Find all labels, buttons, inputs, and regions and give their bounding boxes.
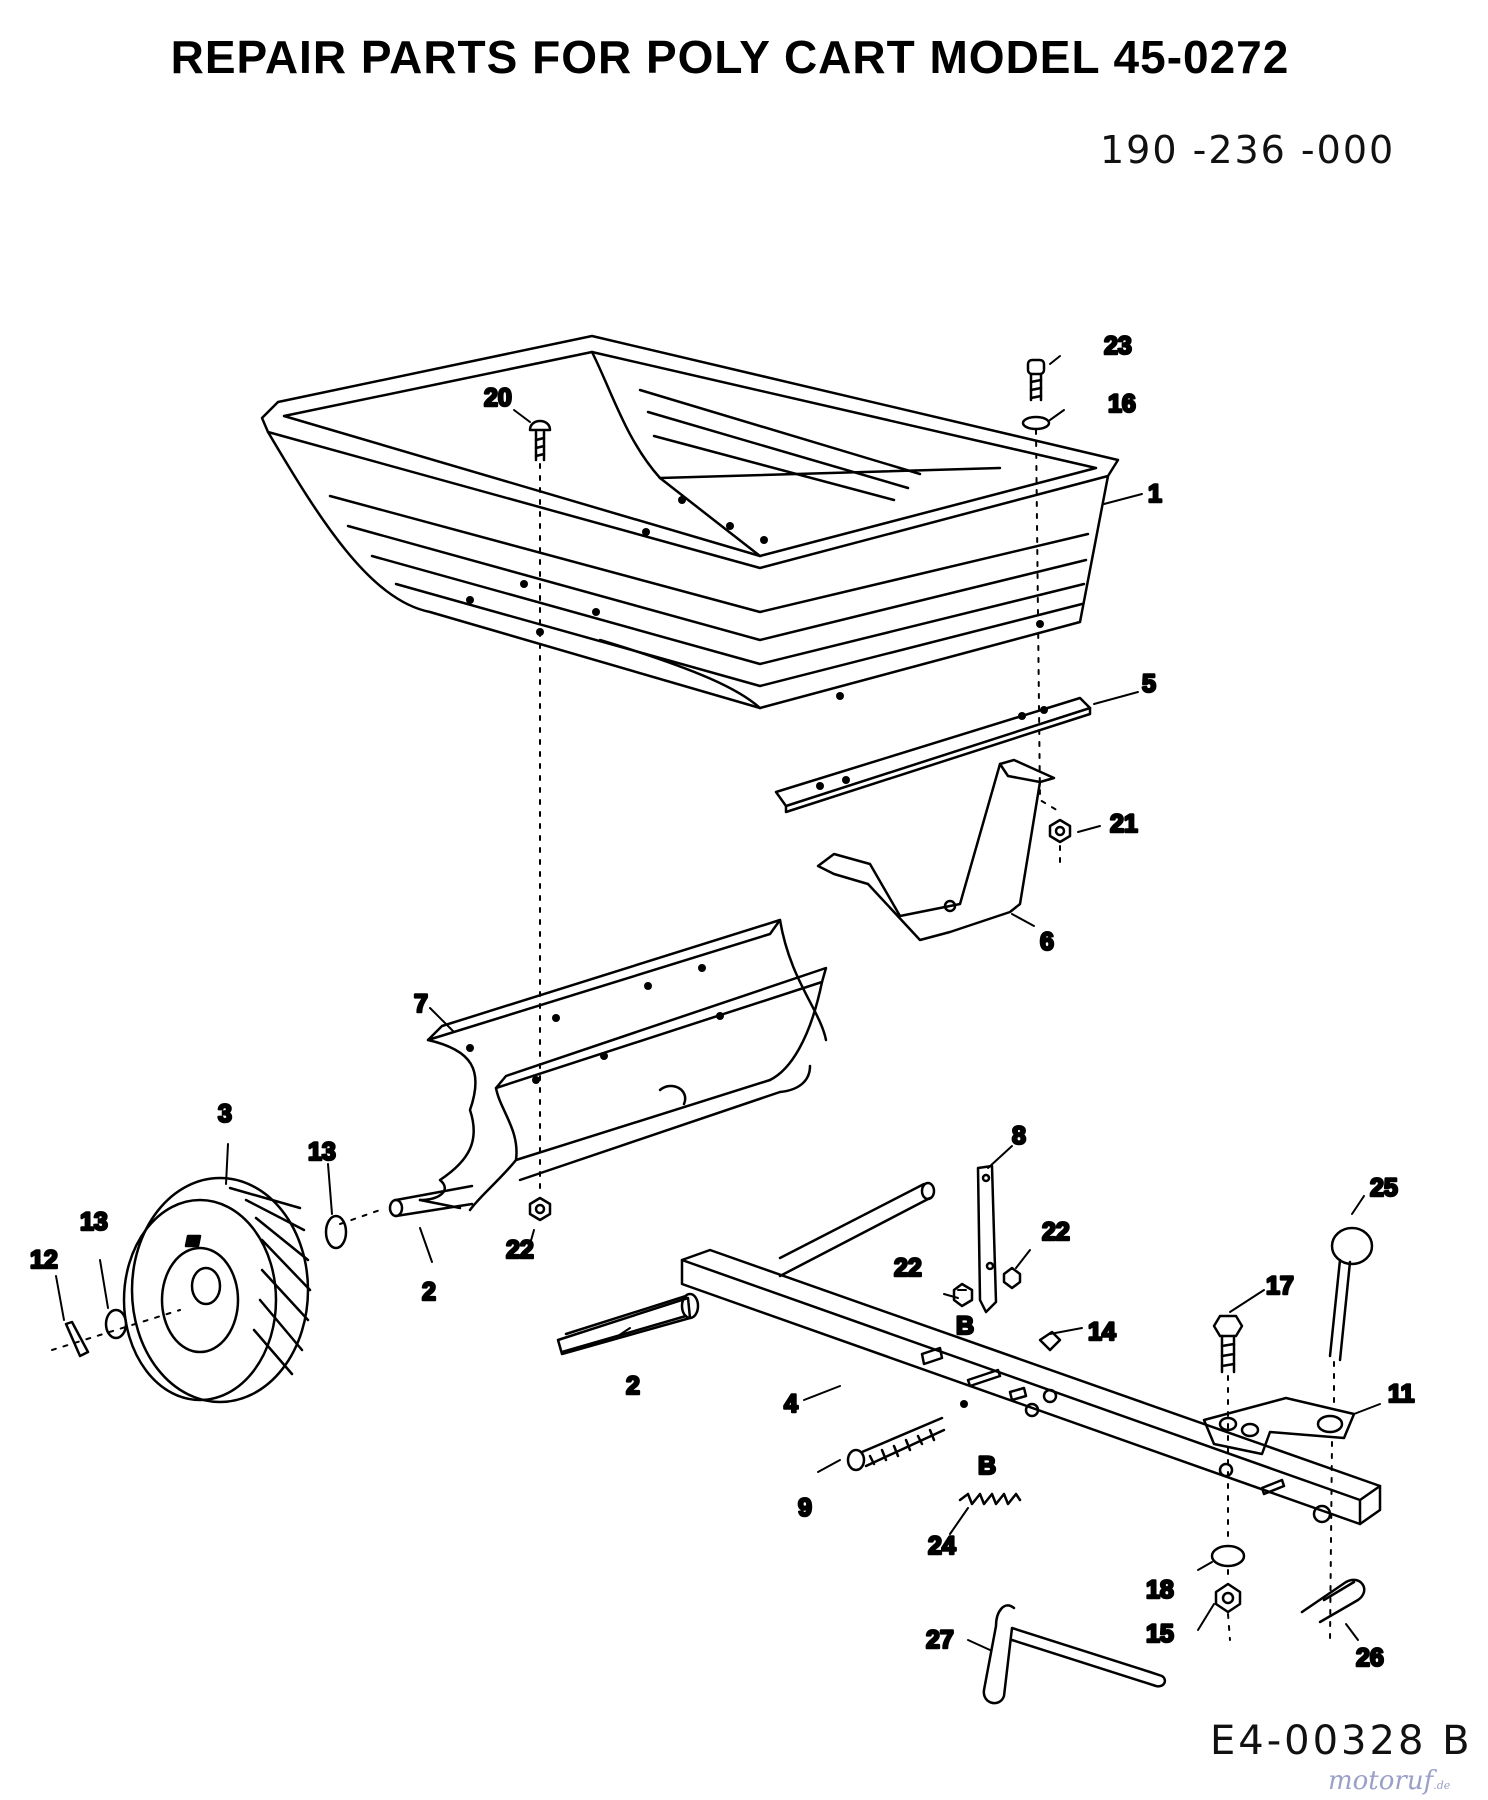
page-title: REPAIR PARTS FOR POLY CART MODEL 45-0272 (170, 31, 1290, 83)
part-axle-frame-4 (560, 1181, 1382, 1526)
part-rod-27 (982, 1604, 1167, 1705)
callout-2-right: 2 (626, 1372, 640, 1400)
part-tub (260, 334, 1120, 710)
callout-16: 16 (1108, 390, 1136, 418)
part-frame-7 (418, 918, 828, 1212)
part-clip-14 (1038, 1330, 1062, 1352)
part-nut-22b (952, 1282, 974, 1308)
callout-4: 4 (784, 1390, 798, 1418)
callout-B-upper: B (956, 1312, 974, 1340)
callout-22-left: 22 (894, 1254, 922, 1282)
part-pin-12 (64, 1320, 90, 1358)
callout-11: 11 (1388, 1380, 1415, 1408)
callout-6: 6 (1040, 928, 1054, 956)
part-clip-26 (1300, 1578, 1366, 1624)
part-washer-13a (324, 1214, 348, 1250)
watermark-suffix: .de (1433, 1779, 1451, 1792)
part-washer-18 (1210, 1544, 1246, 1568)
part-plate-5 (774, 696, 1092, 814)
callout-20: 20 (484, 384, 512, 412)
watermark-main: motoruf (1328, 1766, 1434, 1796)
figure-reference: E4-00328 B (1210, 1718, 1473, 1764)
part-spring-24 (958, 1492, 1022, 1506)
callout-8: 8 (1012, 1122, 1026, 1150)
part-bolt-17 (1212, 1314, 1244, 1374)
callout-21: 21 (1110, 810, 1138, 838)
part-nut-21 (1048, 818, 1072, 844)
part-nut-22c (1002, 1266, 1022, 1290)
callout-24: 24 (928, 1532, 956, 1560)
document-number: 190 -236 -000 (1100, 128, 1396, 172)
part-washer-13b (104, 1308, 128, 1340)
part-washer-16 (1021, 415, 1051, 431)
part-hitch-11 (1202, 1396, 1356, 1456)
part-wheel-3 (122, 1176, 312, 1404)
callout-13-inner: 13 (308, 1138, 336, 1166)
callout-17: 17 (1266, 1272, 1294, 1300)
part-axle-2a (388, 1184, 474, 1218)
part-bolt-20 (528, 419, 552, 462)
callout-25: 25 (1370, 1174, 1398, 1202)
callout-5: 5 (1142, 670, 1156, 698)
callout-22-right: 22 (1042, 1218, 1070, 1246)
part-nut-22a (528, 1196, 552, 1222)
part-bolt-23 (1026, 358, 1046, 402)
callout-26: 26 (1356, 1644, 1384, 1672)
callout-2-left: 2 (422, 1278, 436, 1306)
callout-B-lower: B (978, 1452, 996, 1480)
callout-15: 15 (1146, 1620, 1174, 1648)
part-bracket-6 (816, 758, 1056, 942)
callout-3: 3 (218, 1100, 232, 1128)
part-nut-15 (1214, 1582, 1242, 1614)
part-bar-8 (976, 1164, 998, 1314)
callout-12: 12 (30, 1246, 58, 1274)
callout-1: 1 (1148, 480, 1162, 508)
callout-13-outer: 13 (80, 1208, 108, 1236)
callout-18: 18 (1146, 1576, 1174, 1604)
callout-23: 23 (1104, 332, 1132, 360)
part-pin-25 (1328, 1226, 1374, 1362)
part-axle-2b (556, 1296, 692, 1356)
callout-27: 27 (926, 1626, 954, 1654)
callout-9: 9 (798, 1494, 812, 1522)
callout-14: 14 (1088, 1318, 1116, 1346)
part-bolt-9 (846, 1416, 946, 1472)
callout-22-frame: 22 (506, 1236, 534, 1264)
callout-7: 7 (414, 990, 428, 1018)
watermark: motoruf.de (1328, 1766, 1450, 1796)
